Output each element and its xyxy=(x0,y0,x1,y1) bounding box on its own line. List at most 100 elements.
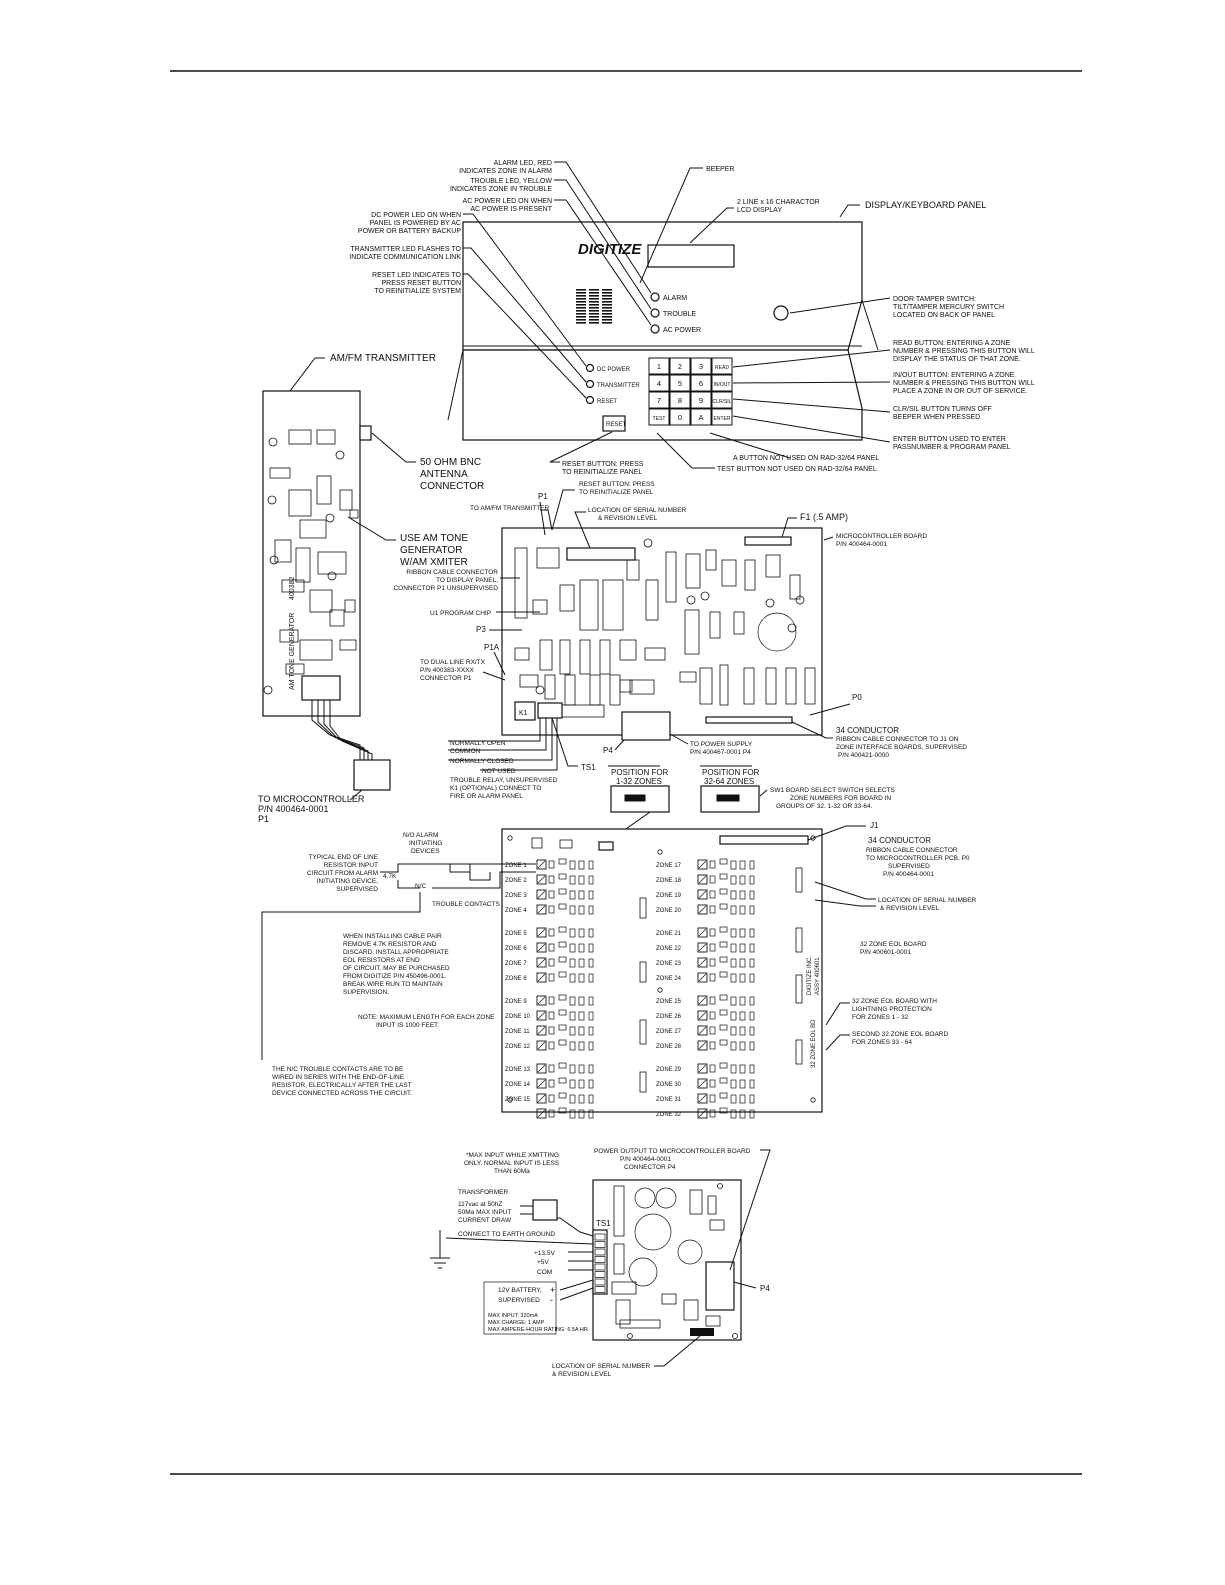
zone-label: ZONE 7 xyxy=(505,961,527,967)
zone-diode xyxy=(719,903,728,910)
micro-chip xyxy=(514,547,528,619)
zone-cap xyxy=(578,996,585,1006)
zone-mount-hole xyxy=(657,849,663,855)
zone-cap xyxy=(569,973,576,983)
program-chip-dial xyxy=(757,612,797,652)
micro-chip xyxy=(699,667,713,705)
callout-clr-2: BEEPER WHEN PRESSED xyxy=(893,414,980,421)
trouble-led xyxy=(650,308,660,318)
zone-diode xyxy=(558,1062,567,1069)
zone-resistor xyxy=(548,1094,555,1103)
reset-key-label: RESET xyxy=(606,422,626,428)
micro-cap xyxy=(795,595,805,605)
micro-chip xyxy=(705,549,717,571)
zone-cap xyxy=(739,1079,746,1089)
zone-terminal xyxy=(697,889,708,900)
micro-power-1: TO POWER SUPPLY xyxy=(690,741,753,748)
zone-cap xyxy=(569,943,576,953)
transmitter-part-number: 400382 xyxy=(289,577,296,600)
to-micro-label-1: TO MICROCONTROLLER xyxy=(258,794,365,804)
zone-resistor xyxy=(749,890,755,900)
zone-resistor xyxy=(548,860,555,869)
ps-batt-spec-3: MAX AMPERE-HOUR RATING: 6.5A HR. xyxy=(488,1327,590,1333)
to-micro-label-3: P1 xyxy=(258,814,269,824)
zone-cap xyxy=(739,996,746,1006)
zone-cap xyxy=(730,1011,737,1021)
zone-cap xyxy=(569,1064,576,1074)
zone-cap xyxy=(578,928,585,938)
ps-component xyxy=(611,1281,637,1295)
typical-5: SUPERVISED xyxy=(336,886,378,893)
grille-slot xyxy=(589,316,599,318)
zone-label: ZONE 17 xyxy=(656,863,682,869)
zone-terminal xyxy=(697,942,708,953)
micro-p0: P0 xyxy=(852,693,862,702)
install-6: FROM DIGITIZE P/N 450496-0001. xyxy=(343,973,446,980)
zone-terminal-screw xyxy=(698,1094,707,1103)
ps-cap-5 xyxy=(628,1257,658,1287)
transmitter-chip xyxy=(339,489,353,511)
micro-u1: U1 PROGRAM CHIP xyxy=(430,610,491,617)
no-alarm-2: INITIATING xyxy=(409,840,442,847)
zone-lightning-1: 32 ZONE EOL BOARD WITH xyxy=(852,998,937,1005)
zone-diode xyxy=(719,1024,728,1031)
micro-chip xyxy=(559,639,571,675)
ps-max-2: ONLY. NORMAL INPUT IS LESS xyxy=(464,1160,560,1167)
bnc-label-3: CONNECTOR xyxy=(420,481,484,492)
zone-terminal-screw xyxy=(698,958,707,967)
zone-resistor xyxy=(588,1109,594,1119)
zone-resistor xyxy=(749,875,755,885)
grille-slot xyxy=(576,319,586,321)
zone-vert-1: DIGITIZE INC. xyxy=(807,956,813,995)
zone-resistor xyxy=(588,875,594,885)
micro-chip xyxy=(579,639,591,675)
zone-mount-hole xyxy=(810,835,816,841)
keypad-key-label: 2 xyxy=(678,362,682,371)
pos2-2: 32-64 ZONES xyxy=(704,777,754,786)
relay-com: COMMON xyxy=(450,748,481,755)
install-1: WHEN INSTALLING CABLE PAIR xyxy=(343,933,442,940)
zone-terminal-screw xyxy=(698,1011,707,1020)
fuse-f1 xyxy=(744,536,792,546)
no-alarm-1: N/O ALARM xyxy=(403,832,438,839)
micro-chip xyxy=(539,639,553,671)
callout-inout-1: IN/OUT BUTTON: ENTERING A ZONE xyxy=(893,372,1015,379)
zone-lightning-2: LIGHTNING PROTECTION xyxy=(852,1006,932,1013)
grille-slot xyxy=(576,322,586,324)
zone-resistor xyxy=(548,943,555,952)
transmitter-led-label: TRANSMITTER xyxy=(597,383,640,389)
sw1-switch xyxy=(598,841,614,851)
ps-max-3: THAN 60Ma xyxy=(494,1168,530,1175)
ac-power-led xyxy=(650,324,660,334)
zone-label: ZONE 10 xyxy=(505,1014,531,1020)
zone-diode xyxy=(558,926,567,933)
micro-cap xyxy=(535,685,545,695)
callout-lcd-1: 2 LINE x 16 CHARACTOR xyxy=(737,199,820,206)
zone-diode xyxy=(558,873,567,880)
zone-cond34-5: P/N 400464-0001 xyxy=(883,871,934,878)
zone-terminal-screw xyxy=(698,890,707,899)
zone-cap xyxy=(578,943,585,953)
grille-slot xyxy=(576,304,586,306)
transmitter-chip xyxy=(349,509,359,519)
relay-note-1: TROUBLE RELAY, UNSUPERVISED xyxy=(450,777,558,784)
callout-test-button: TEST BUTTON NOT USED ON RAD-32/64 PANEL xyxy=(717,466,877,473)
transmitter-chip xyxy=(339,639,357,651)
ps-mount-hole xyxy=(627,1333,633,1339)
zone-diode xyxy=(558,1009,567,1016)
zone-ic xyxy=(639,1071,647,1093)
zone-cap xyxy=(569,860,576,870)
micro-chip xyxy=(619,639,637,661)
callout-alarm-led-2: INDICATES ZONE IN ALARM xyxy=(459,168,552,175)
zone-cap xyxy=(578,905,585,915)
keypad-key-label: 8 xyxy=(678,396,682,405)
zone-cap xyxy=(578,1094,585,1104)
install-7: BREAK WIRE RUN TO MAINTAIN xyxy=(343,981,443,988)
zone-label: ZONE 5 xyxy=(505,931,527,937)
zone-terminal xyxy=(536,957,547,968)
ps-spec-2: 50Ma MAX INPUT xyxy=(458,1209,511,1216)
keypad-key-label: 7 xyxy=(657,396,661,405)
zone-cap xyxy=(578,1079,585,1089)
